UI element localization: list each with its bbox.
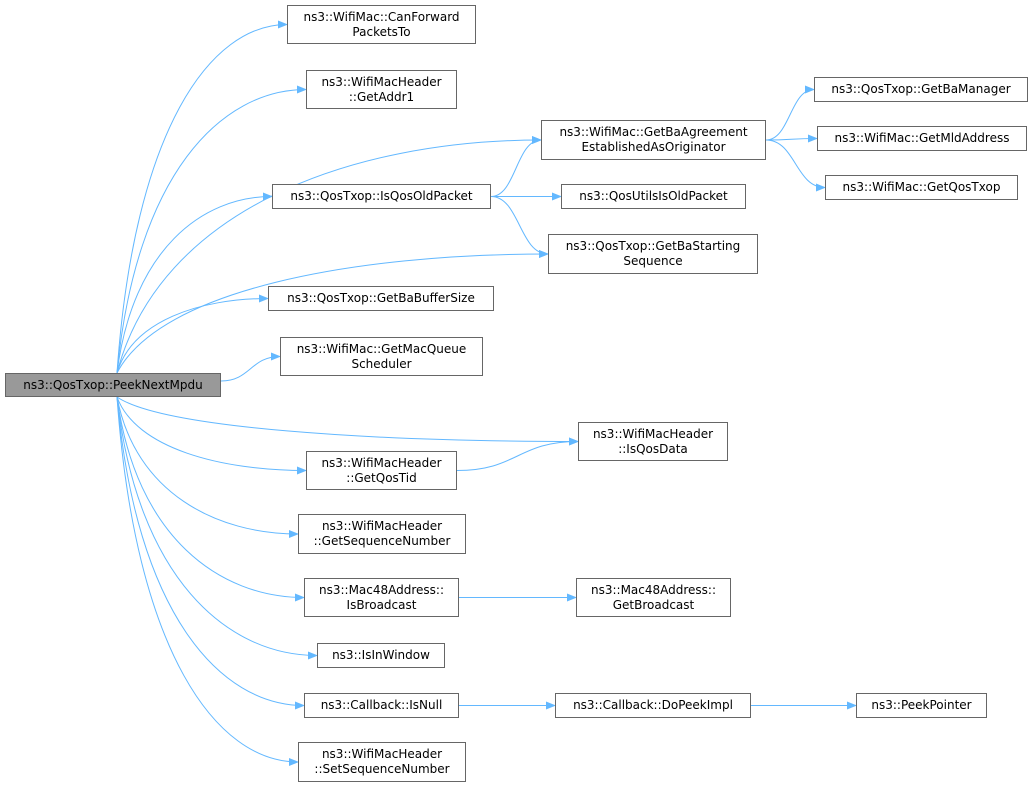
node-label-line1: ns3::WifiMacHeader [321,747,443,761]
node-label: ns3::WifiMac::GetQosTxop [842,180,1001,194]
call-edge-get-ba-agreement-to-get-qos-txop [765,139,826,192]
node-label: ns3::WifiMac::GetMldAddress [834,131,1010,145]
node-label-line2: ::GetAddr1 [348,89,415,104]
node-qosutilsisoldpacket[interactable]: ns3::QosUtilsIsOldPacket [561,184,746,209]
node-wifimacheader-setsequencenumber[interactable]: ns3::WifiMacHeader ::SetSequenceNumber [298,742,466,782]
node-label: ns3::Callback::DoPeekImpl [573,698,733,712]
node-label-line2: PacketsTo [352,24,411,39]
node-label-line2: Sequence [623,254,683,268]
call-edge-peek-next-mpdu-to-is-qos-data [116,396,579,446]
node-label-line2: ::SetSequenceNumber [314,762,450,776]
node-label: ns3::QosTxop::IsQosOldPacket [290,189,473,203]
node-label-line1: ns3::WifiMacHeader [321,455,442,470]
call-edge-peek-next-mpdu-to-get-addr1 [116,85,307,374]
node-wifimac-getmacqueuescheduler[interactable]: ns3::WifiMac::GetMacQueue Scheduler [280,337,483,376]
call-edge-is-qos-old-packet-to-get-ba-starting [490,196,549,258]
call-edge-peek-next-mpdu-to-is-broadcast [116,396,305,602]
node-wifimacheader-getaddr1[interactable]: ns3::WifiMacHeader ::GetAddr1 [306,70,457,109]
node-label-line1: ns3::WifiMacHeader [321,519,443,533]
call-edge-is-qos-old-packet-to-get-ba-agreement [490,136,542,197]
call-edge-get-qos-tid-to-is-qos-data [456,437,579,471]
node-label: ns3::QosTxop::GetBaBufferSize [287,291,475,305]
call-edge-peek-next-mpdu-to-callback-is-null [116,396,305,710]
node-peekpointer[interactable]: ns3::PeekPointer [856,693,987,718]
node-qostxop-isqosoldpacket[interactable]: ns3::QosTxop::IsQosOldPacket [272,184,491,209]
node-wifimac-canforwardpacketsto[interactable]: ns3::WifiMac::CanForward PacketsTo [287,5,476,44]
node-label: ns3::IsInWindow [332,648,430,662]
node-label-line2: IsBroadcast [346,597,417,612]
node-qostxop-getbamanager[interactable]: ns3::QosTxop::GetBaManager [814,77,1028,102]
node-label: ns3::QosTxop::GetBaManager [831,82,1011,96]
node-wifimac-getbaagreementestablishedasoriginator[interactable]: ns3::WifiMac::GetBaAgreement Established… [541,120,766,160]
node-label: ns3::Callback::IsNull [320,698,443,712]
node-label-line2: ::GetSequenceNumber [313,534,451,548]
node-wifimac-getmldaddress[interactable]: ns3::WifiMac::GetMldAddress [817,126,1027,151]
node-wifimac-getqostxop[interactable]: ns3::WifiMac::GetQosTxop [825,175,1018,200]
node-label-line1: ns3::WifiMacHeader [321,74,442,89]
node-wifimacheader-getsequencenumber[interactable]: ns3::WifiMacHeader ::GetSequenceNumber [298,514,466,554]
node-label-line2: ::IsQosData [618,441,688,456]
call-edge-peek-next-mpdu-to-get-mac-queue [220,352,281,382]
node-isinwindow[interactable]: ns3::IsInWindow [317,643,445,668]
node-callback-dopeekimpl[interactable]: ns3::Callback::DoPeekImpl [555,693,751,718]
call-edge-peek-next-mpdu-to-is-qos-old-packet [116,192,273,374]
node-label-line1: ns3::WifiMac::GetBaAgreement [559,125,748,139]
call-edge-peek-next-mpdu-to-get-sequence-number [116,396,299,538]
call-edge-peek-next-mpdu-to-get-ba-starting [116,250,549,374]
node-mac48address-isbroadcast[interactable]: ns3::Mac48Address:: IsBroadcast [304,578,459,617]
node-qostxop-getbastartingsequence[interactable]: ns3::QosTxop::GetBaStarting Sequence [548,234,758,274]
node-label-line1: ns3::Mac48Address:: [318,582,445,597]
node-label-line1: ns3::WifiMac::GetMacQueue [296,341,467,356]
node-label: ns3::QosTxop::PeekNextMpdu [23,377,203,392]
node-label: ns3::PeekPointer [871,698,972,712]
node-label-line1: ns3::WifiMacHeader [592,426,714,441]
node-mac48address-getbroadcast[interactable]: ns3::Mac48Address:: GetBroadcast [576,578,731,617]
call-edge-peek-next-mpdu-to-is-in-window [116,396,318,660]
node-label: ns3::QosUtilsIsOldPacket [579,189,728,203]
call-edge-peek-next-mpdu-to-get-ba-buffer-size [116,294,269,374]
node-label-line1: ns3::WifiMac::CanForward [303,9,460,24]
node-label-line1: ns3::QosTxop::GetBaStarting [565,239,741,253]
node-label-line2: ::GetQosTid [346,470,417,485]
node-label-line2: Scheduler [351,356,412,371]
call-edge-get-ba-agreement-to-get-ba-manager [765,85,815,141]
node-callback-isnull[interactable]: ns3::Callback::IsNull [304,693,459,718]
node-qostxop-getbabuffersize[interactable]: ns3::QosTxop::GetBaBufferSize [268,286,494,311]
call-edge-peek-next-mpdu-to-set-sequence-number [116,396,299,766]
node-qostxop-peeknextmpdu[interactable]: ns3::QosTxop::PeekNextMpdu [5,373,221,397]
node-label-line2: EstablishedAsOriginator [581,140,726,154]
call-edge-peek-next-mpdu-to-can-forward [116,20,288,374]
node-label-line2: GetBroadcast [612,597,695,612]
node-wifimacheader-getqostid[interactable]: ns3::WifiMacHeader ::GetQosTid [306,451,457,490]
call-edge-peek-next-mpdu-to-get-qos-tid [116,396,307,475]
node-wifimacheader-isqosdata[interactable]: ns3::WifiMacHeader ::IsQosData [578,422,728,461]
call-edge-get-ba-agreement-to-get-mld-address [765,134,818,143]
node-label-line1: ns3::Mac48Address:: [590,582,717,597]
